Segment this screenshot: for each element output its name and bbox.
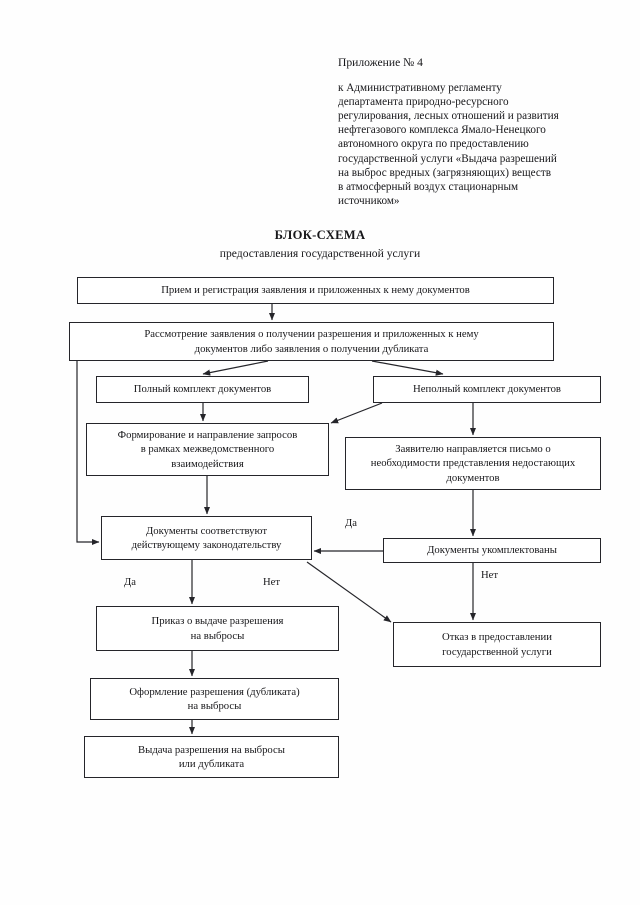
edge-label-no-2: Нет — [481, 570, 498, 581]
flow-node-interagency-requests-line-0: Формирование и направление запросов — [117, 429, 298, 442]
flow-node-permit-issuance-prep: Оформление разрешения (дубликата) на выб… — [90, 678, 339, 720]
flow-node-complete-set-line-0: Полный комплект документов — [133, 383, 272, 396]
flow-node-permit-delivery-line-1: или дубликата — [178, 758, 245, 770]
flow-node-refusal-line-0: Отказ в предоставлении — [442, 631, 552, 644]
header-line-4: автономного округа по предоставлению — [338, 138, 529, 151]
flow-node-interagency-requests: Формирование и направление запросов в ра… — [86, 423, 329, 476]
page-subtitle: предоставления государственной услуги — [219, 247, 421, 260]
header-line-0: к Административному регламенту — [338, 82, 502, 95]
flow-node-complete-set: Полный комплект документов — [96, 376, 309, 403]
flow-node-docs-compliant: Документы соответствуют действующему зак… — [101, 516, 312, 560]
flow-node-docs-compliant-line-1: действующему законодательству — [131, 539, 282, 551]
header-line-3: нефтегазового комплекса Ямало-Ненецкого — [338, 124, 546, 137]
flow-node-permit-delivery-line-0: Выдача разрешения на выбросы — [138, 743, 285, 756]
flow-node-permit-order-line-1: на выбросы — [190, 629, 245, 642]
header-line-2: регулирования, лесных отношений и развит… — [338, 110, 559, 123]
flow-node-permit-delivery: Выдача разрешения на выбросы или дублика… — [84, 736, 339, 778]
flow-node-interagency-requests-line-2: взаимодействия — [171, 457, 244, 470]
page-title: БЛОК-СХЕМА — [274, 228, 366, 242]
edge-label-yes-2: Да — [124, 577, 136, 588]
flow-node-refusal-line-1: государственной услуги — [442, 645, 552, 658]
edge-label-yes-1: Да — [345, 518, 357, 529]
header-line-8: источником» — [338, 194, 400, 207]
appendix-header: Приложение № 4 к Административному регла… — [338, 56, 600, 208]
flow-node-docs-complete-line-0: Документы укомплектованы — [427, 544, 557, 557]
flow-node-review: Рассмотрение заявления о получении разре… — [69, 322, 554, 361]
header-line-1: департамента природно-ресурсного — [338, 96, 509, 109]
flow-node-permit-issuance-prep-line-1: на выбросы — [187, 700, 242, 712]
flow-node-notice-letter: Заявителю направляется письмо о необходи… — [345, 437, 601, 490]
flow-node-incomplete-set-line-0: Неполный комплект документов — [413, 383, 561, 396]
edge-label-no-1: Нет — [263, 577, 280, 588]
flow-node-notice-letter-line-2: документов — [446, 471, 500, 484]
flow-node-notice-letter-line-0: Заявителю направляется письмо о — [395, 443, 551, 456]
flow-node-review-line-1: документов либо заявления о получении ду… — [194, 342, 429, 355]
flow-node-intake: Прием и регистрация заявления и приложен… — [77, 277, 554, 304]
flow-node-docs-complete: Документы укомплектованы — [383, 538, 601, 563]
flow-node-review-line-0: Рассмотрение заявления о получении разре… — [144, 328, 479, 341]
appendix-number: Приложение № 4 — [338, 56, 423, 69]
flow-node-interagency-requests-line-1: в рамках межведомственного — [140, 443, 275, 456]
flow-node-notice-letter-line-1: необходимости представления недостающих — [370, 457, 576, 470]
flow-node-permit-order-line-0: Приказ о выдаче разрешения — [151, 615, 284, 628]
header-line-7: в атмосферный воздух стационарным — [338, 180, 519, 193]
header-line-5: государственной услуги «Выдача разрешени… — [338, 152, 557, 165]
appendix-reference-text: к Административному регламенту департаме… — [338, 81, 600, 208]
flow-node-docs-compliant-line-0: Документы соответствуют — [145, 524, 268, 537]
flow-node-intake-line-0: Прием и регистрация заявления и приложен… — [161, 284, 470, 297]
flow-node-permit-issuance-prep-line-0: Оформление разрешения (дубликата) — [129, 685, 300, 698]
flow-node-incomplete-set: Неполный комплект документов — [373, 376, 601, 403]
flow-node-permit-order: Приказ о выдаче разрешения на выбросы — [96, 606, 339, 651]
flow-node-refusal: Отказ в предоставлении государственной у… — [393, 622, 601, 667]
header-line-6: на выброс вредных (загрязняющих) веществ — [338, 166, 551, 179]
